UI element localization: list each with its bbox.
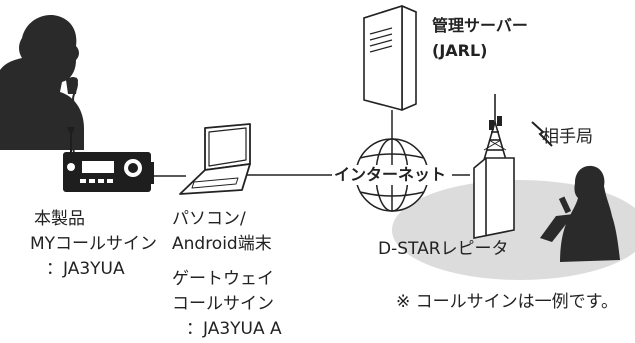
- gateway-label-2: コールサイン: [172, 294, 274, 314]
- mic-cord: [71, 77, 78, 153]
- repeater-tower-icon: [473, 94, 515, 239]
- product-name: 本製品: [34, 209, 85, 229]
- gateway-callsign: ：JA3YUA A: [186, 319, 282, 339]
- lightning-icon: [531, 121, 553, 147]
- laptop-icon: [179, 123, 251, 195]
- my-callsign-label: MYコールサイン: [30, 234, 158, 254]
- internet-label-bg: [332, 165, 452, 185]
- partner-silhouette: [540, 165, 620, 262]
- tower-dishes: [489, 116, 502, 130]
- transceiver-icon: [63, 127, 154, 192]
- repeater-label: D-STARレピータ: [378, 239, 509, 259]
- server-name: 管理サーバー: [432, 16, 528, 35]
- gateway-label-1: ゲートウェイ: [172, 269, 274, 289]
- callsign-note: ※ コールサインは一例です。: [396, 292, 618, 312]
- pc-label-line2: Android端末: [172, 234, 272, 254]
- my-callsign: ：JA3YUA: [46, 259, 125, 279]
- partner-label: 相手局: [542, 127, 593, 147]
- pc-label-line1: パソコン/: [172, 209, 246, 229]
- server-icon: [363, 5, 417, 111]
- internet-label: インターネット: [334, 165, 447, 184]
- server-org: (JARL): [432, 41, 488, 60]
